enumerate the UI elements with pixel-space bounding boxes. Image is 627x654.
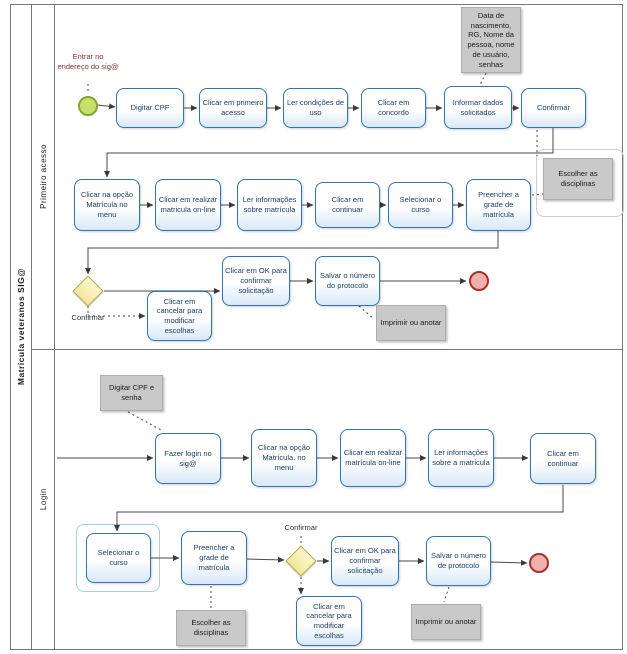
association-line [478, 72, 487, 88]
flow-arrow [490, 559, 528, 566]
pool-label-strip: Matrícula veteranos SIG@ [10, 4, 32, 650]
task-selecionar-curso[interactable]: Selecionar o curso [388, 182, 453, 228]
lane-primeiro-acesso-strip: Primeiro acesso [32, 4, 55, 349]
note-imprimir-anotar[interactable]: Imprimir ou anotar [376, 305, 446, 341]
task-realizar-matricula-online[interactable]: Clicar em realizar matricula on-line [155, 179, 221, 231]
task-selecionar-curso-login[interactable]: Selecionar o curso [86, 533, 151, 583]
end-event-primeiro-acesso[interactable] [469, 271, 489, 291]
lane-login-strip: Login [32, 349, 55, 650]
task-ok-confirmar-solicitacao-login[interactable]: Clicar em OK para confirmar solicitação [331, 536, 399, 586]
task-fazer-login-sig[interactable]: Fazer login no sig@ [155, 433, 221, 484]
task-cancelar-modificar-login[interactable]: Clicar em cancelar para modificar escolh… [296, 596, 362, 646]
note-escolher-disciplinas[interactable]: Escolher as disciplinas [543, 158, 613, 200]
flow-arrow-dotted [87, 306, 146, 319]
flow-arrow [97, 103, 116, 110]
group-rect-disciplinas[interactable] [536, 149, 624, 217]
flow-arrow [85, 231, 499, 275]
association-line [127, 411, 164, 432]
task-cancelar-modificar[interactable]: Clicar em cancelar para modificar escolh… [147, 291, 212, 341]
note-dados-pessoais[interactable]: Data de nascimento, RG, Nome da pessoa, … [461, 7, 521, 73]
end-event-login[interactable] [529, 553, 549, 573]
task-opcao-matricula[interactable]: Clicar na opção Matrícula no menu [74, 179, 140, 231]
task-ler-informacoes-matricula[interactable]: Ler informações sobre matrícula [237, 179, 302, 231]
lane-divider [32, 349, 623, 350]
task-clicar-primeiro-acesso[interactable]: Clicar em primeiro acesso [199, 88, 267, 128]
task-ler-informacoes-matricula-login[interactable]: Ler informações sobre a matricula [428, 429, 494, 487]
annotation-entrar-endereco: Entrar no endereço do sig@ [57, 52, 119, 72]
task-preencher-grade-login[interactable]: Preencher a grade de matrícula [181, 531, 247, 585]
task-informar-dados[interactable]: Informar dados solicitados [444, 86, 512, 129]
association-line [531, 193, 545, 196]
task-salvar-numero-protocolo[interactable]: Salvar o número do protocolo [315, 256, 380, 306]
task-ler-condicoes-uso[interactable]: Ler condições de uso [283, 88, 348, 128]
flow-arrow [114, 485, 564, 532]
association-line [443, 586, 450, 603]
task-confirmar[interactable]: Confirmar [521, 88, 586, 128]
note-imprimir-anotar-login[interactable]: Imprimir ou anotar [411, 604, 481, 640]
task-clicar-continuar-login[interactable]: Clicar em continuar [530, 433, 596, 484]
task-opcao-matricula-login[interactable]: Clicar na opção Matrícula. no menu [251, 429, 317, 487]
flow-arrow [246, 556, 285, 563]
gateway-confirmar-login-label: Confirmar [284, 523, 318, 532]
task-salvar-numero-protocolo-login[interactable]: Salvar o número de protocolo [426, 536, 491, 586]
note-escolher-disciplinas-login[interactable]: Escolher as disciplinas [176, 610, 246, 646]
task-digitar-cpf[interactable]: Digitar CPF [116, 88, 184, 128]
note-digitar-cpf-senha[interactable]: Digitar CPF e senha [100, 375, 163, 411]
task-clicar-continuar[interactable]: Clicar em continuar [315, 182, 380, 228]
flow-arrow [104, 128, 554, 178]
task-realizar-matricula-online-login[interactable]: Clicar em realizar matrícula on-line [340, 429, 406, 487]
task-clicar-concordo[interactable]: Clicar em concordo [361, 88, 426, 128]
gateway-confirmar-label: Confirmar [71, 313, 105, 322]
start-event-primeiro-acesso[interactable] [78, 96, 98, 116]
task-preencher-grade[interactable]: Preencher a grade de matrícula [466, 179, 531, 231]
task-ok-confirmar-solicitacao[interactable]: Clicar em OK para confirmar solicitação [222, 256, 290, 306]
association-line [358, 305, 375, 320]
pool-border [10, 4, 623, 650]
